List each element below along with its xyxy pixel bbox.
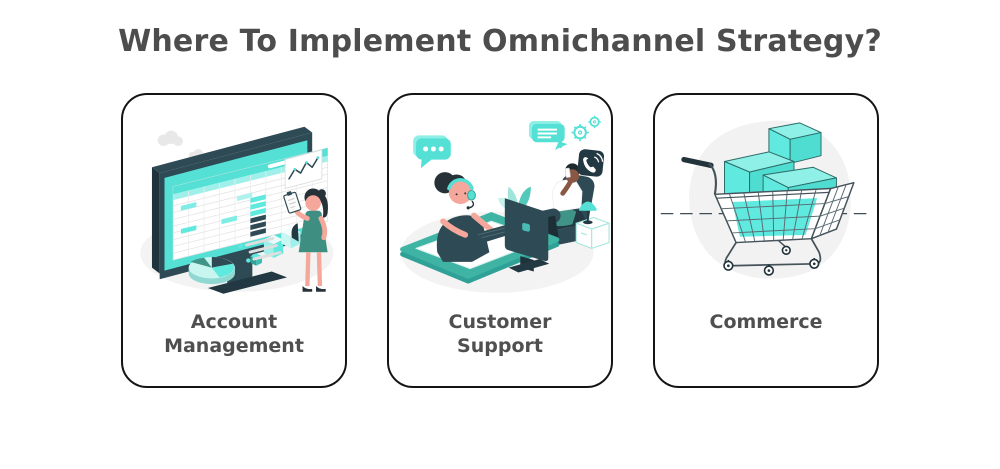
chat-bubble-lines-icon [528, 120, 568, 150]
pie-chart-icon [188, 257, 235, 285]
cards-row: Account Management [0, 93, 1000, 388]
commerce-illustration [660, 120, 872, 279]
monitor-back-icon [504, 198, 550, 273]
card-label-customer-support: Customer Support [448, 311, 552, 357]
bullet-list-icon [238, 237, 282, 263]
customer-support-illustration [400, 115, 610, 293]
account-management-illustration [140, 126, 334, 294]
card-account-management: Account Management [121, 93, 347, 388]
person-agent-icon [434, 172, 496, 262]
lamp-icon [579, 201, 597, 225]
card-label-account-management: Account Management [164, 311, 304, 357]
gears-icon [571, 115, 601, 142]
line-chart-icon [284, 149, 323, 190]
clipboard-icon [283, 191, 302, 214]
cart-wheels-icon [723, 238, 822, 276]
chat-bubble-dots-icon [413, 135, 451, 169]
wrench-icon [557, 129, 565, 148]
cart-handle-icon [681, 156, 717, 195]
phone-call-icon [577, 149, 605, 177]
clouds-icon [157, 130, 205, 160]
card-customer-support: Customer Support [387, 93, 613, 388]
cart-basket-icon [714, 182, 855, 244]
page-title: Where To Implement Omnichannel Strategy? [118, 24, 882, 59]
card-commerce: Commerce [653, 93, 879, 388]
card-label-commerce: Commerce [709, 311, 823, 333]
side-table-icon [575, 216, 610, 249]
person-woman-icon [283, 188, 328, 292]
